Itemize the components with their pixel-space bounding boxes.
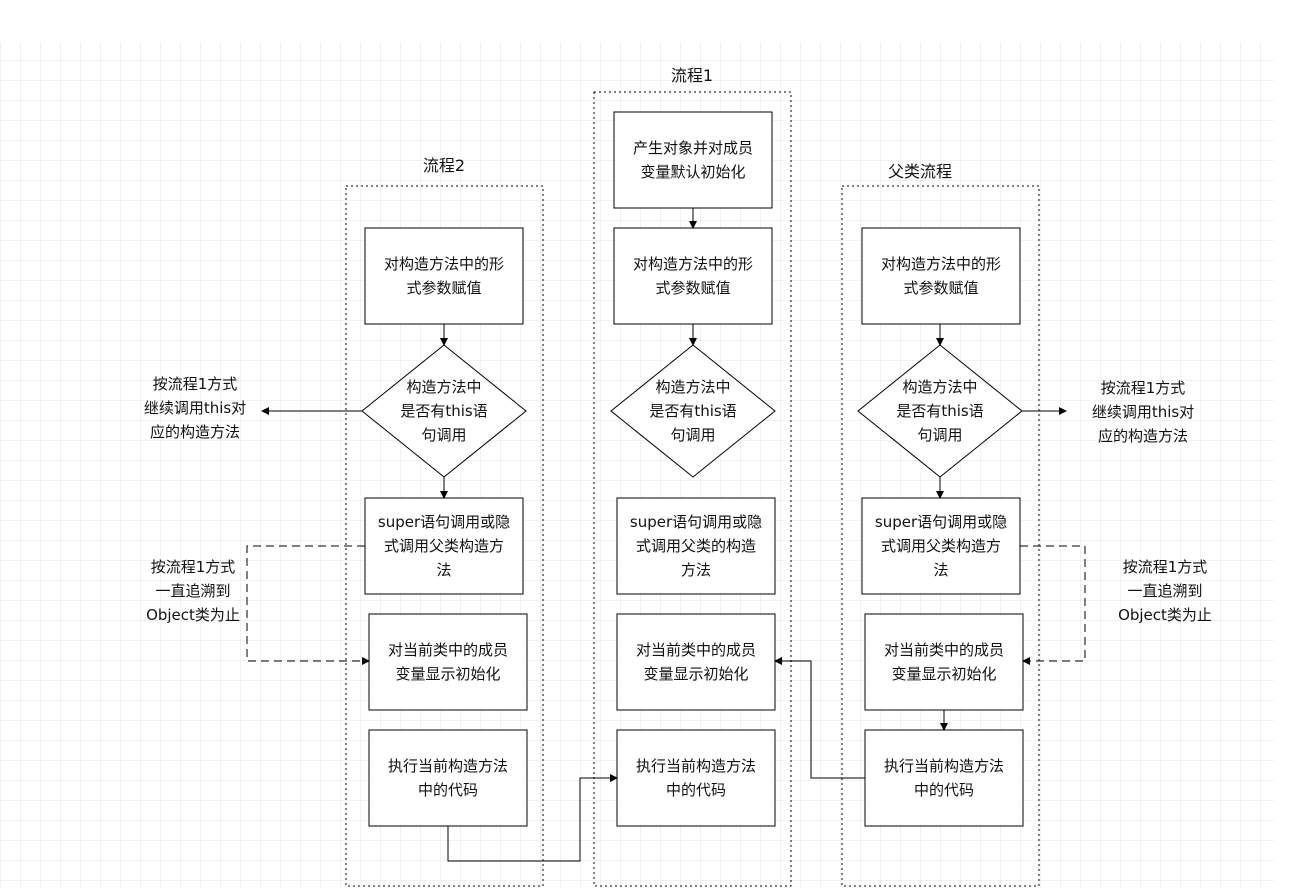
lane2-node-0-text: 对构造方法中的形 式参数赋值 (383, 255, 504, 297)
lane-title-2: 流程2 (422, 156, 466, 175)
lane2-node-1-text: 构造方法中 是否有this语 句调用 (400, 378, 488, 444)
lane1-node-1-text: 对构造方法中的形 式参数赋值 (632, 255, 753, 297)
lane2-node-0-box (364, 227, 524, 325)
side-note-left-super: 按流程1方式 一直追溯到 Object类为止 (146, 558, 240, 624)
lane2-node-4-text: 执行当前构造方法 中的代码 (387, 757, 508, 799)
lane2-node-2-box (364, 497, 524, 595)
lane1-node-4-box (616, 613, 776, 711)
lanep-node-2-text: super语句调用或隐 式调用父类构造方 法 (874, 513, 1008, 579)
lane-container-1 (593, 91, 792, 887)
lane1-node-2-box (610, 344, 776, 478)
lanep-node-2-box (861, 497, 1021, 595)
lanep-node-1-text: 构造方法中 是否有this语 句调用 (896, 378, 984, 444)
lanep-node-0-text: 对构造方法中的形 式参数赋值 (880, 255, 1001, 297)
lane1-node-2-text: 构造方法中 是否有this语 句调用 (649, 378, 737, 444)
lane-title-1: 流程1 (670, 66, 714, 85)
side-note-left-this: 按流程1方式 继续调用this对 应的构造方法 (143, 375, 247, 441)
lanep-node-0-box (861, 227, 1021, 325)
arrow-l2-to-l1 (447, 774, 618, 862)
arrow-l2-super-loop (246, 545, 370, 665)
lanep-node-3-text: 对当前类中的成员 变量显示初始化 (883, 641, 1004, 683)
side-note-right-this: 按流程1方式 继续调用this对 应的构造方法 (1091, 379, 1195, 445)
lane-container-2 (345, 185, 544, 887)
lane2-node-3-box (368, 613, 528, 711)
lane1-node-1-box (613, 227, 773, 325)
lane1-node-5-box (616, 729, 776, 827)
lane1-node-3-box (616, 497, 776, 595)
lanep-node-4-text: 执行当前构造方法 中的代码 (883, 757, 1004, 799)
lane2-node-2-text: super语句调用或隐 式调用父类构造方 法 (377, 513, 511, 579)
side-note-right-super: 按流程1方式 一直追溯到 Object类为止 (1118, 558, 1212, 624)
lane1-node-5-text: 执行当前构造方法 中的代码 (635, 757, 756, 799)
arrow-lp-to-l1 (774, 657, 865, 779)
lane-title-parent: 父类流程 (887, 162, 952, 181)
lanep-node-3-box (864, 613, 1024, 711)
arrow-lp-super-loop (1020, 545, 1086, 665)
lane1-node-4-text: 对当前类中的成员 变量显示初始化 (635, 641, 756, 683)
lanep-node-4-box (864, 729, 1024, 827)
lane-container-parent (841, 185, 1040, 887)
lane1-node-0-text: 产生对象并对成员 变量默认初始化 (632, 139, 753, 181)
lane2-node-3-text: 对当前类中的成员 变量显示初始化 (387, 641, 508, 683)
lane1-node-3-text: super语句调用或隐 式调用父类的构造 方法 (629, 513, 763, 579)
